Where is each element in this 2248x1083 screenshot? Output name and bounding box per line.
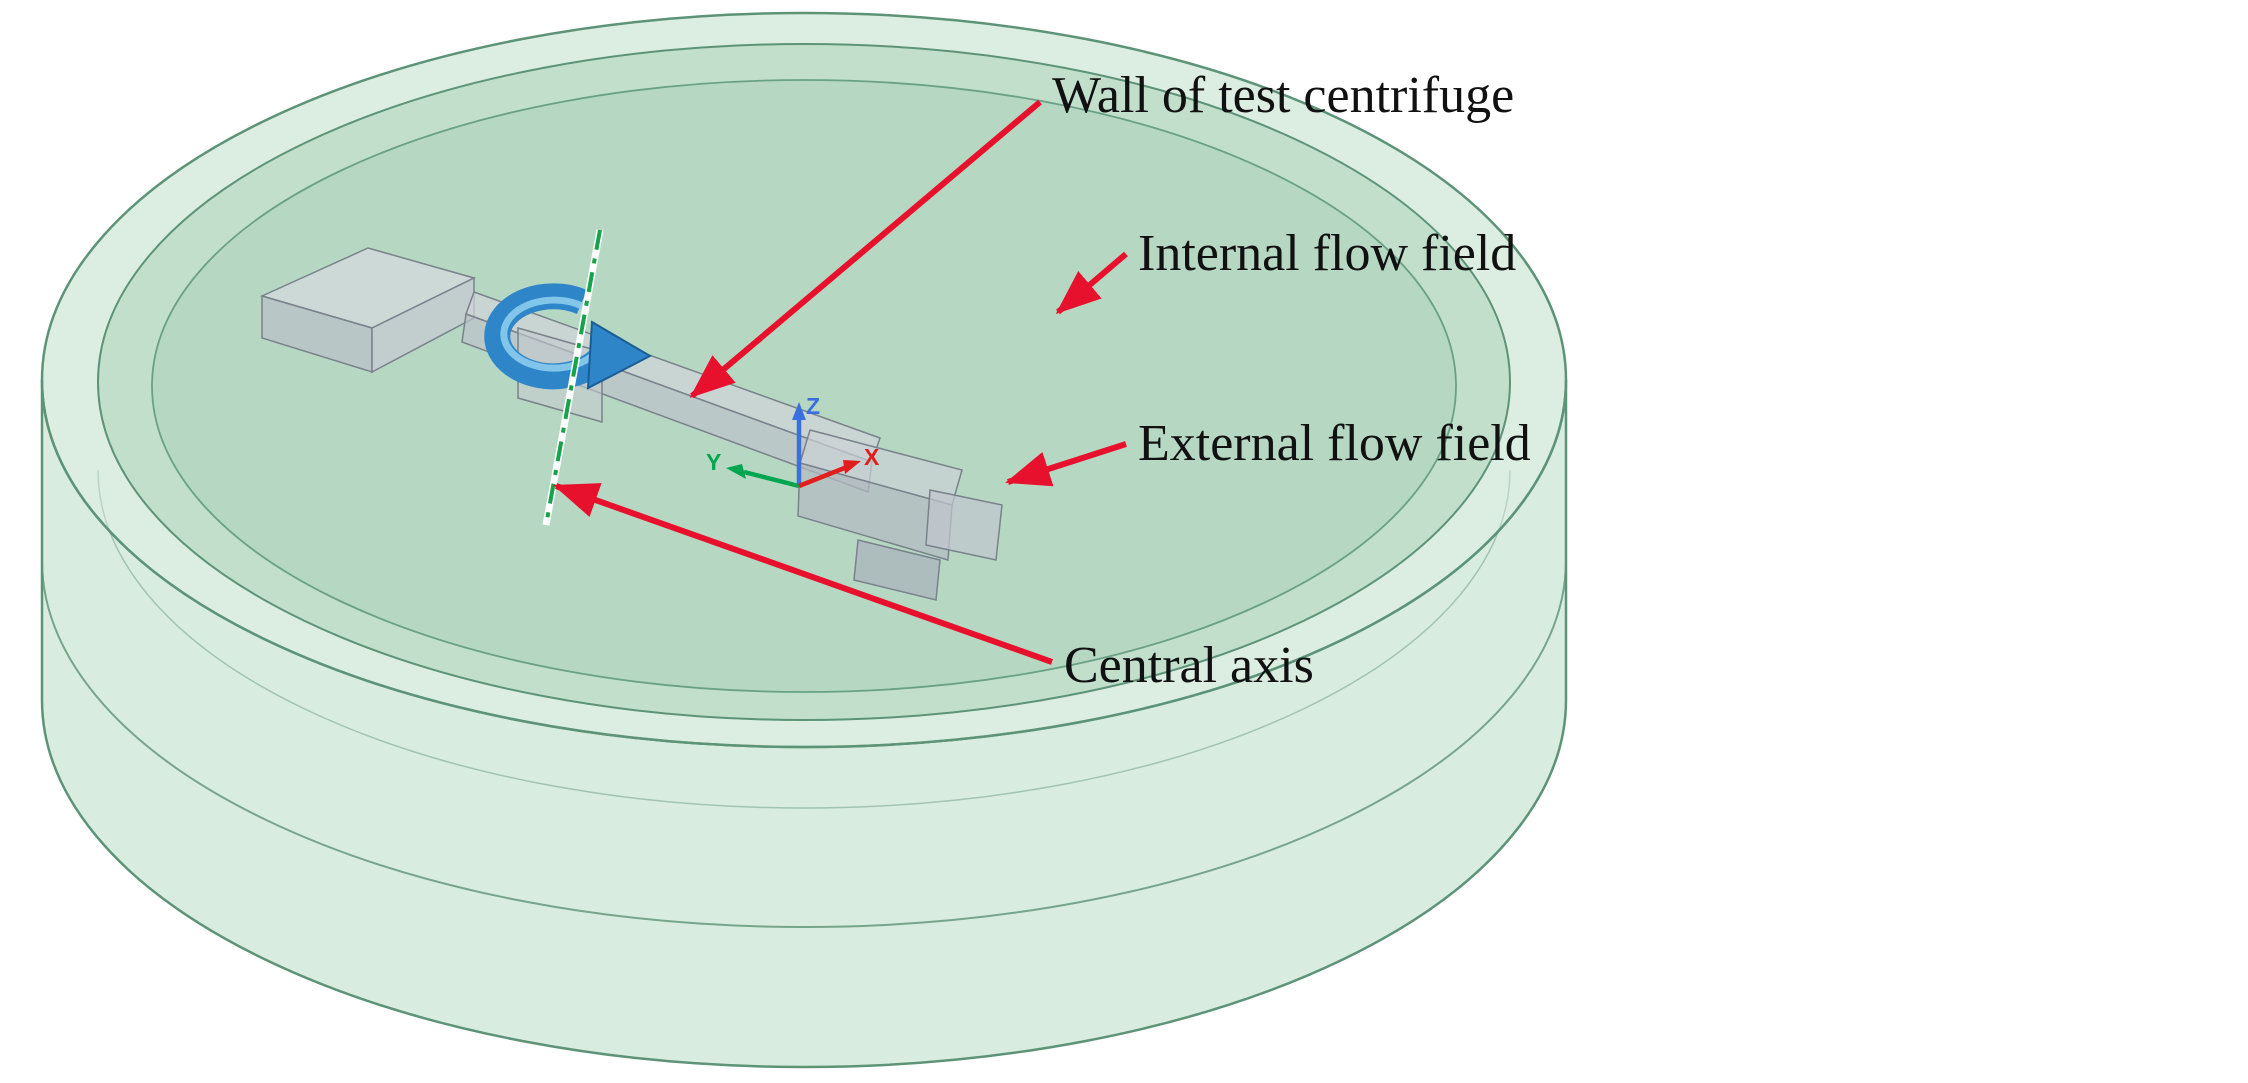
test-package-side-box — [925, 489, 1003, 561]
label-internal-flow-field: Internal flow field — [1138, 225, 1516, 282]
centrifuge-model — [259, 247, 1003, 601]
cylinder-seam-edge — [41, 559, 1567, 928]
coordinate-triad: Z Y X — [706, 393, 880, 489]
internal-cylinder-bottom-edge — [97, 469, 1511, 809]
centrifuge-wall-rim — [151, 79, 1457, 693]
rotation-arrowhead — [586, 320, 653, 390]
annotation-leaders — [553, 99, 1128, 665]
label-wall-of-test-centrifuge: Wall of test centrifuge — [1052, 67, 1514, 124]
x-axis-arrowhead-icon — [843, 460, 861, 474]
annotation-labels: Wall of test centrifuge Internal flow fi… — [1052, 67, 1531, 694]
leader-external-flow-field — [1005, 441, 1127, 487]
x-axis-line — [798, 464, 848, 489]
label-central-axis: Central axis — [1064, 637, 1314, 694]
leader-internal-flow-field — [1055, 251, 1128, 315]
z-axis-arrowhead-icon — [792, 402, 806, 420]
z-axis-label: Z — [806, 393, 820, 419]
label-external-flow-field: External flow field — [1138, 415, 1531, 472]
central-axis-dashdot — [544, 229, 602, 526]
internal-flow-field-rim — [97, 43, 1511, 721]
y-axis-label: Y — [706, 449, 721, 475]
x-axis-label: X — [864, 444, 880, 470]
leader-wall-of-test-centrifuge — [689, 99, 1042, 399]
y-axis-line — [743, 469, 800, 489]
test-package-lower-detail — [853, 539, 941, 601]
external-flow-field-top — [40, 11, 1568, 749]
central-axis-line — [542, 229, 604, 526]
leader-central-axis — [553, 483, 1054, 665]
y-axis-arrowhead-icon — [726, 464, 746, 479]
rotation-arrow-highlight — [500, 296, 601, 372]
test-package-front-face — [797, 462, 953, 561]
flow-field-cylinders — [40, 11, 1568, 1069]
